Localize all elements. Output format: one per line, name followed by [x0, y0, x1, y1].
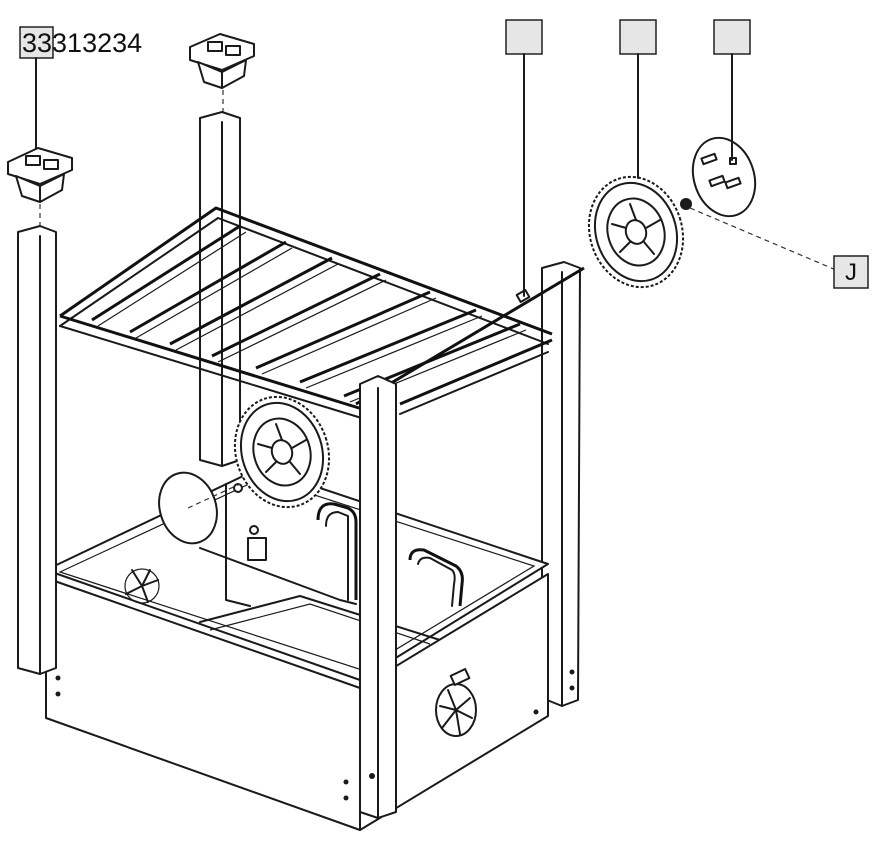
axis-guide-j	[689, 207, 837, 271]
callout-j: J	[833, 255, 869, 289]
callout-1	[505, 19, 543, 297]
svg-text:J: J	[845, 259, 857, 286]
interior-bracket	[199, 483, 357, 607]
top-rack	[59, 206, 553, 421]
hubcap-left	[158, 471, 241, 545]
leg-front-left	[17, 225, 57, 675]
part-number-label: 33313234	[19, 26, 142, 151]
axle-nut	[680, 198, 692, 210]
handle-rail	[316, 502, 464, 607]
hubcap-right	[691, 136, 757, 218]
leveling-foot-right	[189, 33, 255, 89]
callout-2	[619, 19, 657, 179]
callout-3	[713, 19, 751, 161]
vent-fan-icon-left	[124, 568, 160, 604]
wheel-right	[587, 175, 685, 289]
part-number-text: 33313234	[22, 28, 142, 58]
leg-front-right	[359, 375, 397, 819]
cart-body	[45, 467, 549, 831]
wheel-left	[233, 395, 331, 509]
leveling-foot-left	[7, 147, 73, 203]
vent-fan-icon-right	[435, 668, 477, 737]
